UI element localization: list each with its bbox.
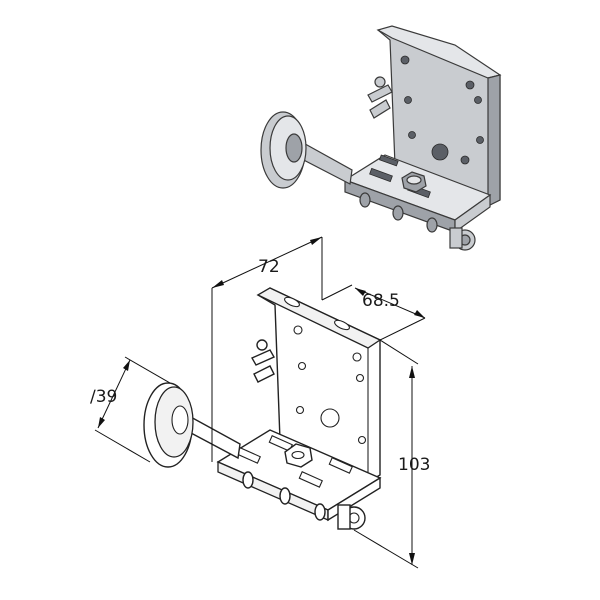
- bracket-render: [260, 25, 502, 251]
- cotter-pin-render: [367, 76, 393, 119]
- wheel-drawing: [143, 382, 194, 468]
- dimension-width: 72: [211, 236, 323, 462]
- dimension-depth-label: 68.5: [362, 291, 400, 311]
- dimension-diameter-label: ∕39: [90, 387, 117, 407]
- bracket-line-drawing: 72 68.5 ∕39 103: [90, 236, 430, 569]
- cotter-pin-drawing: [251, 339, 275, 383]
- dimension-depth: 68.5: [321, 284, 426, 341]
- dimension-diameter: ∕39: [90, 356, 171, 463]
- dimension-height-label: 103: [398, 455, 430, 475]
- wheel-render: [260, 111, 307, 189]
- dimension-width-label: 72: [258, 257, 280, 277]
- dimension-height: 103: [353, 339, 430, 569]
